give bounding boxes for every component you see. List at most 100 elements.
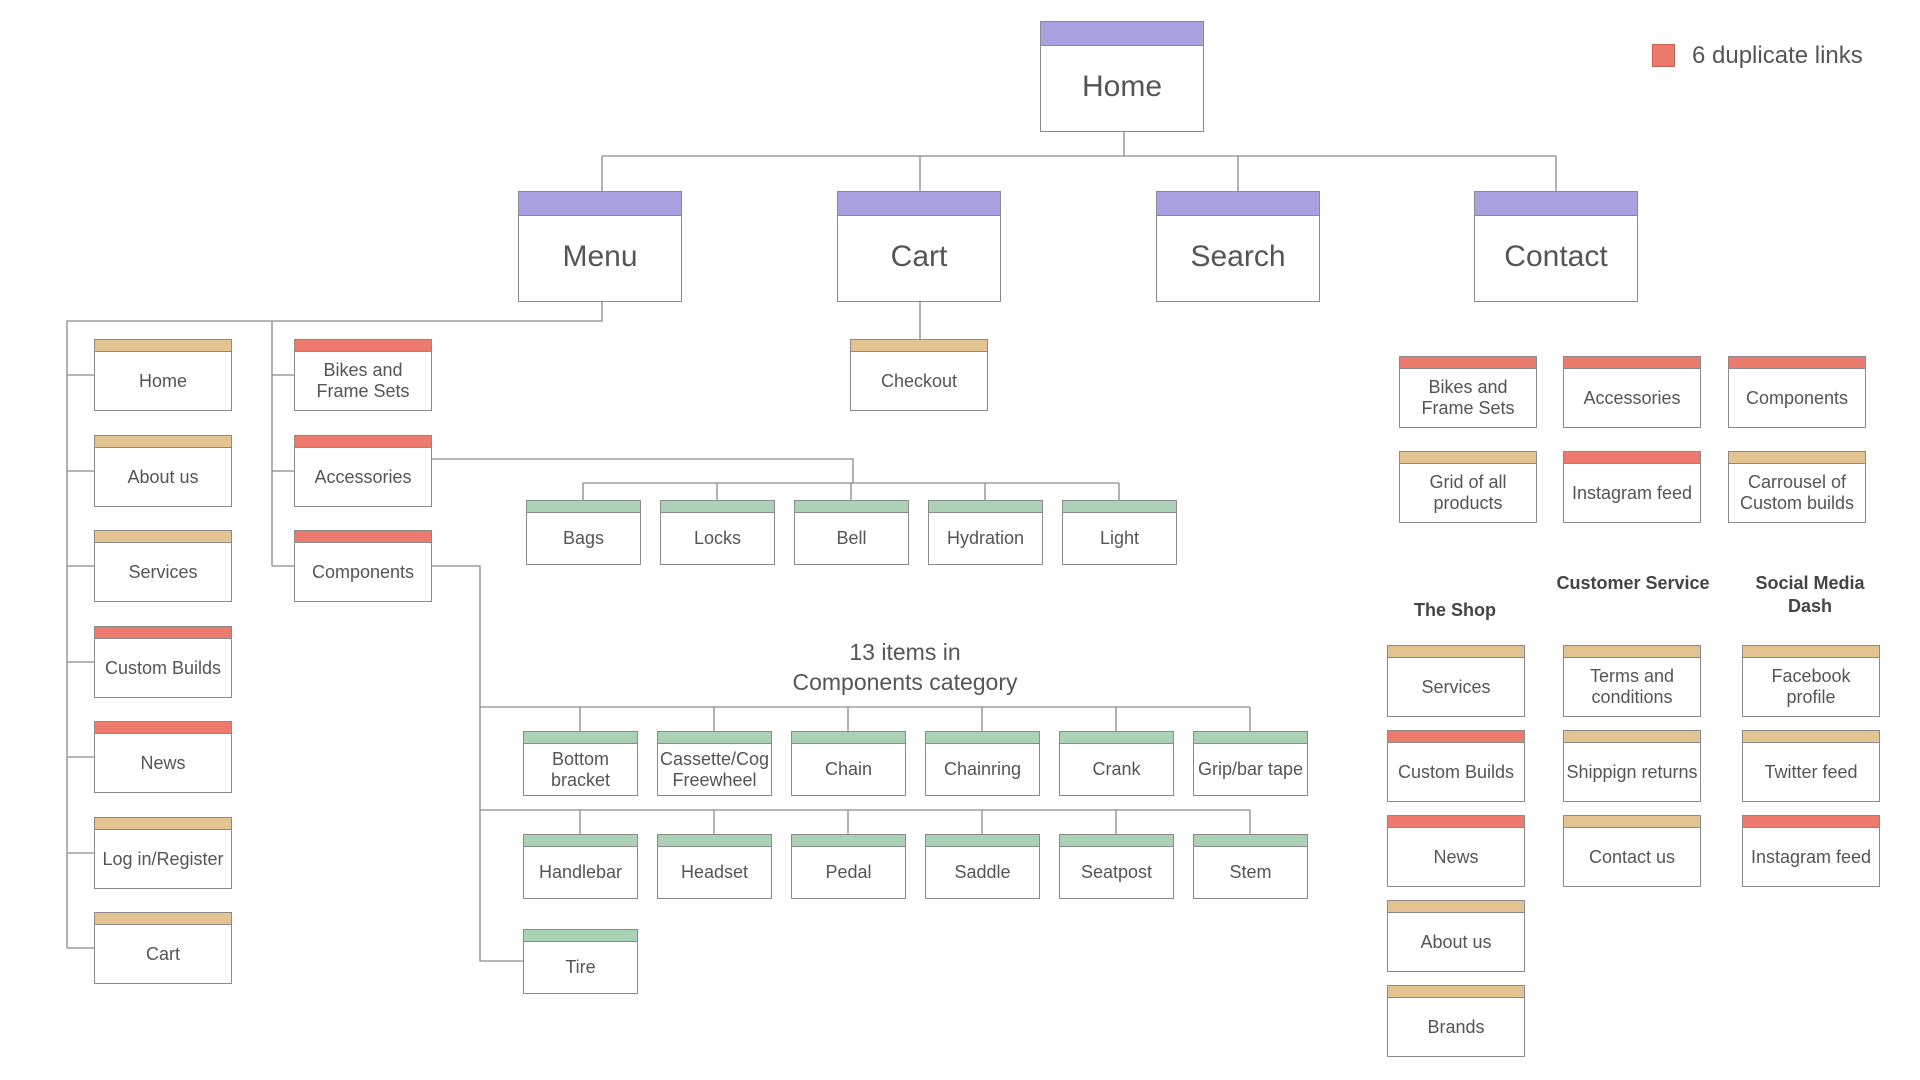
accessory-hydration: Hydration	[928, 500, 1043, 565]
node-label: Bikes and Frame Sets	[1421, 377, 1515, 418]
node-label: Locks	[693, 528, 742, 549]
color-bar	[794, 500, 909, 513]
color-bar	[294, 435, 432, 448]
color-bar	[1399, 356, 1537, 369]
accessory-light: Light	[1062, 500, 1177, 565]
color-bar	[791, 731, 906, 744]
node-label: Light	[1099, 528, 1140, 549]
social-twitter-feed: Twitter feed	[1742, 730, 1880, 802]
color-bar	[94, 626, 232, 639]
node-label: Chainring	[943, 759, 1022, 780]
node-label: Services	[128, 561, 198, 582]
node-label: Accessories	[314, 466, 412, 487]
node-label: Bottom bracket	[550, 748, 611, 790]
node-label: Saddle	[954, 862, 1011, 883]
color-bar	[1193, 731, 1308, 744]
node-contact: Contact	[1474, 191, 1638, 302]
footer-heading-social: Social Media Dash	[1755, 573, 1865, 617]
node-search: Search	[1156, 191, 1320, 302]
color-bar	[1059, 731, 1174, 744]
color-bar	[657, 834, 772, 847]
color-bar	[1563, 451, 1701, 464]
color-bar	[1742, 730, 1880, 743]
contact-instagram-feed: Instagram feed	[1563, 451, 1701, 523]
contact-bikes-and-frame-sets: Bikes and Frame Sets	[1399, 356, 1537, 428]
menu-item-cart: Cart	[94, 912, 232, 984]
node-label: Hydration	[946, 528, 1025, 549]
color-bar	[791, 834, 906, 847]
node-label: Services	[1421, 676, 1491, 697]
category-bikes-and-frame-sets: Bikes and Frame Sets	[294, 339, 432, 411]
color-bar	[94, 817, 232, 830]
color-bar	[1742, 645, 1880, 658]
component-cassette-cog-freewheel: Cassette/Cog Freewheel	[657, 731, 772, 796]
color-bar	[1399, 451, 1537, 464]
color-bar	[1728, 451, 1866, 464]
component-handlebar: Handlebar	[523, 834, 638, 899]
color-bar	[518, 191, 682, 216]
node-label: Handlebar	[538, 862, 623, 883]
node-label: Brands	[1427, 1016, 1485, 1037]
color-bar	[94, 530, 232, 543]
node-label: Contact	[1504, 240, 1608, 274]
node-label: Components	[1745, 387, 1849, 408]
menu-item-custom-builds: Custom Builds	[94, 626, 232, 698]
color-bar	[1563, 730, 1701, 743]
node-label: Home	[1081, 70, 1163, 104]
color-bar	[294, 530, 432, 543]
node-label: Checkout	[880, 370, 958, 391]
node-label: Pedal	[825, 862, 872, 883]
menu-item-news: News	[94, 721, 232, 793]
color-bar	[1156, 191, 1320, 216]
component-saddle: Saddle	[925, 834, 1040, 899]
social-facebook-profile: Facebook profile	[1742, 645, 1880, 717]
components-caption-line2: Components category	[792, 669, 1018, 695]
color-bar	[1563, 815, 1701, 828]
node-label: Carrousel of Custom builds	[1739, 472, 1855, 513]
node-label: Instagram feed	[1750, 846, 1872, 867]
category-accessories: Accessories	[294, 435, 432, 507]
color-bar	[1563, 356, 1701, 369]
component-pedal: Pedal	[791, 834, 906, 899]
components-caption-line1: 13 items in	[849, 639, 961, 665]
shop-services: Services	[1387, 645, 1525, 717]
component-seatpost: Seatpost	[1059, 834, 1174, 899]
component-chainring: Chainring	[925, 731, 1040, 796]
menu-item-about-us: About us	[94, 435, 232, 507]
menu-item-home: Home	[94, 339, 232, 411]
color-bar	[1387, 900, 1525, 913]
node-label: Bikes and Frame Sets	[316, 360, 410, 401]
node-label: News	[140, 752, 186, 773]
color-bar	[850, 339, 988, 352]
service-contact-us: Contact us	[1563, 815, 1701, 887]
node-label: Custom Builds	[104, 657, 222, 678]
node-label: About us	[1420, 931, 1492, 952]
color-bar	[1563, 645, 1701, 658]
color-bar	[94, 435, 232, 448]
color-bar	[837, 191, 1001, 216]
node-label: Home	[138, 370, 187, 391]
color-bar	[1387, 645, 1525, 658]
color-bar	[1387, 985, 1525, 998]
footer-heading-service: Customer Service	[1556, 573, 1710, 593]
component-chain: Chain	[791, 731, 906, 796]
accessory-bags: Bags	[526, 500, 641, 565]
category-components: Components	[294, 530, 432, 602]
color-bar	[94, 339, 232, 352]
color-bar	[1387, 815, 1525, 828]
color-bar	[1062, 500, 1177, 513]
accessory-bell: Bell	[794, 500, 909, 565]
node-label: Twitter feed	[1764, 761, 1858, 782]
node-label: News	[1433, 846, 1479, 867]
node-label: Contact us	[1588, 846, 1676, 867]
node-label: Grid of all products	[1429, 472, 1507, 513]
color-bar	[1193, 834, 1308, 847]
color-bar	[925, 834, 1040, 847]
node-label: Tire	[565, 957, 596, 978]
color-bar	[1040, 21, 1204, 46]
color-bar	[928, 500, 1043, 513]
color-bar	[657, 731, 772, 744]
shop-news: News	[1387, 815, 1525, 887]
color-bar	[925, 731, 1040, 744]
